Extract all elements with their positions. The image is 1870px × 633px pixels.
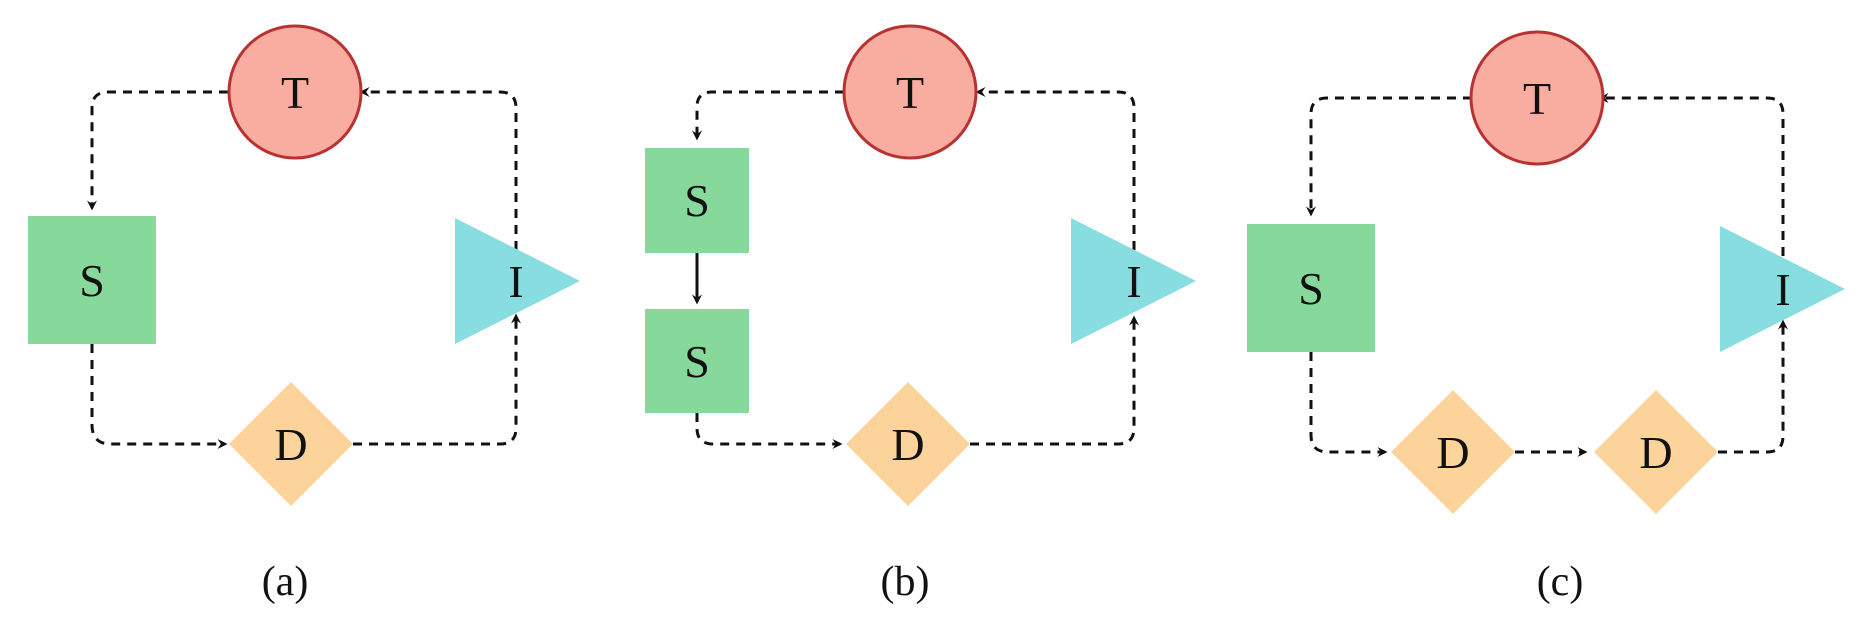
node-s [1247,224,1375,352]
node-s-label: S [1298,263,1324,314]
edge-d-to-i [1718,319,1788,454]
edge-t-to-s [87,90,228,211]
node-d-label: D [274,419,307,470]
edge-i-to-t [975,87,1136,250]
edge-s-to-d [695,413,843,449]
caption-c: (c) [1537,559,1584,605]
node-s-top [645,148,749,253]
node-i-label: I [508,256,523,307]
edge-d-to-i [353,313,521,446]
node-i [455,218,580,344]
node-i-label: I [1775,264,1790,315]
node-s [28,216,156,344]
node-t [1469,30,1605,166]
edge-i-to-t [359,87,518,250]
caption-a: (a) [262,559,309,605]
node-i [1071,218,1196,344]
edge-s-to-d [90,344,228,449]
node-s-top-label: S [684,175,710,226]
node-s-bottom-label: S [684,336,710,387]
node-d-first-label: D [1436,427,1469,478]
edge-d-to-i [970,315,1139,446]
node-d-first [1391,390,1515,514]
caption-b: (b) [881,559,930,605]
node-t-label: T [1523,73,1551,124]
node-d-label: D [891,419,924,470]
edge-s-to-d [1309,352,1388,457]
edge-t-to-s [692,90,844,141]
panel-a: T S D I (a) [28,24,580,605]
node-d-second [1594,390,1718,514]
node-s-label: S [79,255,105,306]
panel-c: T S D D I (c) [1247,30,1845,605]
node-d-second-label: D [1639,427,1672,478]
node-d [846,382,970,506]
panel-b: T S S D I (b) [645,24,1196,605]
node-d [229,382,353,506]
edge-i-to-t [1598,93,1785,256]
node-t-label: T [281,67,309,118]
node-t-label: T [896,67,924,118]
node-i-label: I [1126,256,1141,307]
node-s-bottom [645,309,749,413]
node-t [842,24,978,160]
node-i [1720,226,1845,352]
edge-t-to-s [1306,96,1472,217]
node-t [227,24,363,160]
